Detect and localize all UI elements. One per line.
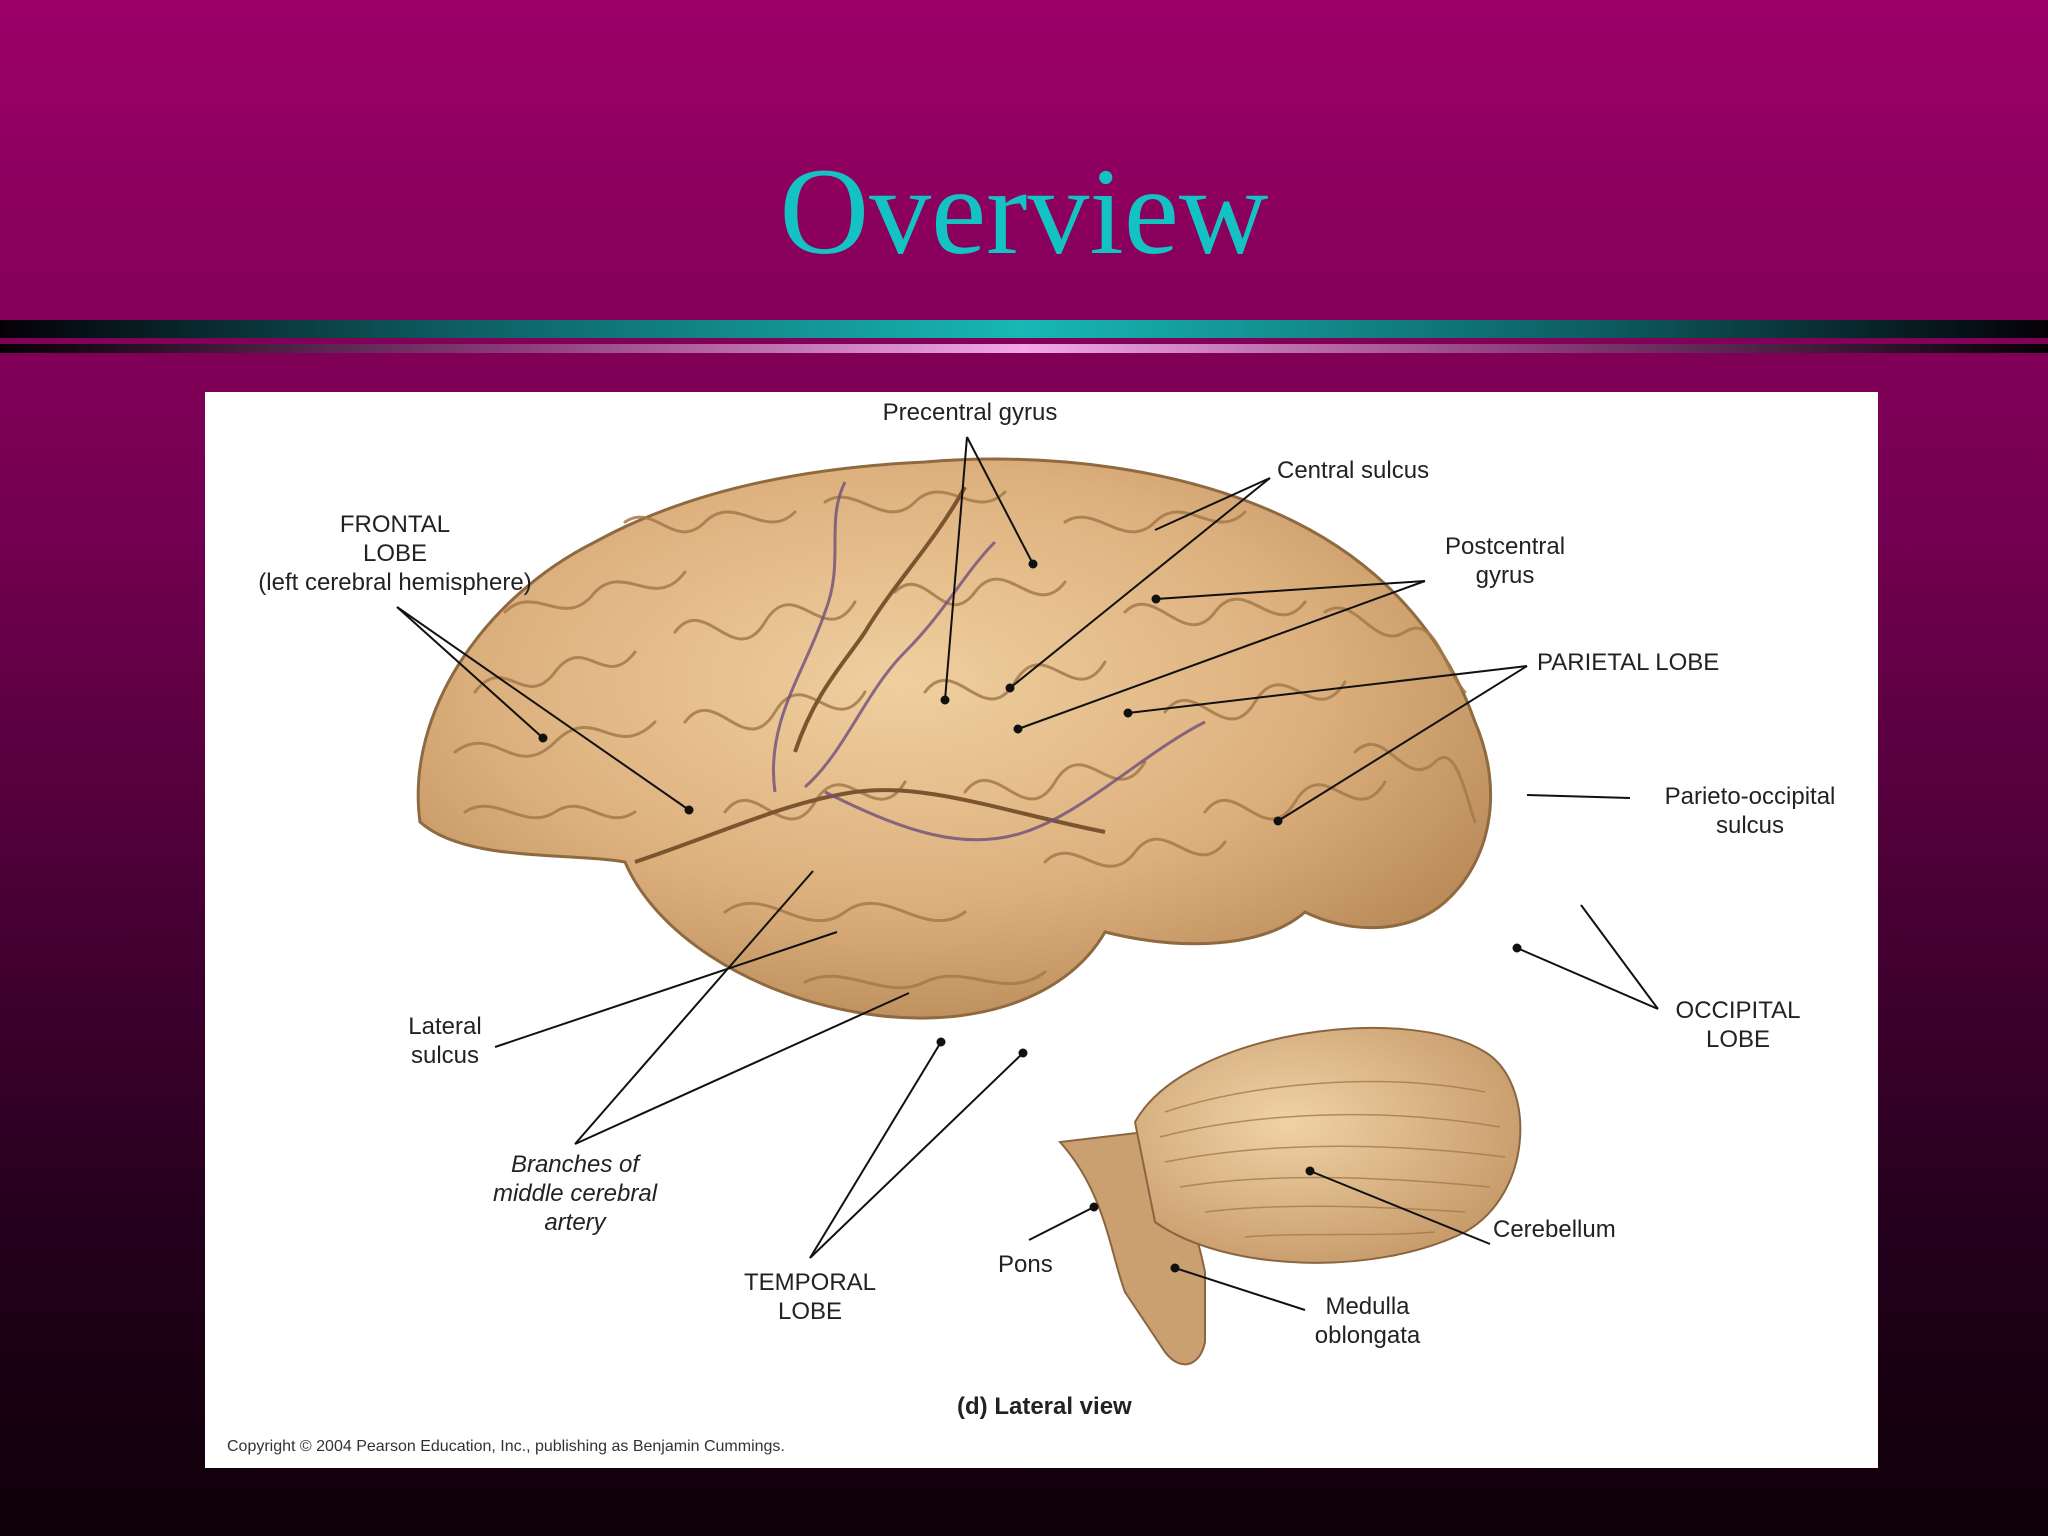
- figure-caption: (d) Lateral view: [957, 1393, 1132, 1420]
- copyright-notice: Copyright © 2004 Pearson Education, Inc.…: [227, 1438, 785, 1455]
- central-sulcus-line: [793, 486, 967, 753]
- label-medulla-oblongata: Medulla oblongata: [1314, 1293, 1421, 1349]
- leader-lines: [396, 436, 1659, 1311]
- middle-cerebral-artery-branches: [772, 481, 1206, 842]
- label-lateral-sulcus: Lateral sulcus: [408, 1013, 482, 1069]
- label-central-sulcus: Central sulcus: [1277, 457, 1430, 484]
- label-temporal-lobe: TEMPORAL LOBE: [743, 1269, 877, 1325]
- label-pons: Pons: [998, 1251, 1053, 1278]
- label-parietal-lobe: PARIETAL LOBE: [1537, 649, 1720, 676]
- slide-title: Overview: [779, 143, 1269, 280]
- label-precentral-gyrus: Precentral gyrus: [882, 399, 1058, 426]
- title-divider-pink: [0, 344, 2048, 353]
- cerebrum: [416, 457, 1493, 1020]
- label-cerebellum: Cerebellum: [1493, 1216, 1616, 1243]
- cerebellum: [1133, 1026, 1522, 1264]
- brain-lateral-view-figure: Precentral gyrus Central sulcus FRONTAL …: [205, 392, 1878, 1468]
- label-frontal-lobe: FRONTAL LOBE (left cerebral hemisphere): [258, 511, 532, 596]
- label-postcentral-gyrus: Postcentral gyrus: [1444, 533, 1566, 589]
- lateral-sulcus-line: [634, 788, 1106, 864]
- brain-illustration: [396, 436, 1659, 1366]
- title-divider-teal: [0, 320, 2048, 338]
- label-branches-mca: Branches of middle cerebral artery: [492, 1151, 658, 1236]
- label-occipital-lobe: OCCIPITAL LOBE: [1675, 997, 1801, 1053]
- label-parieto-occipital-sulcus: Parieto-occipital sulcus: [1664, 783, 1836, 839]
